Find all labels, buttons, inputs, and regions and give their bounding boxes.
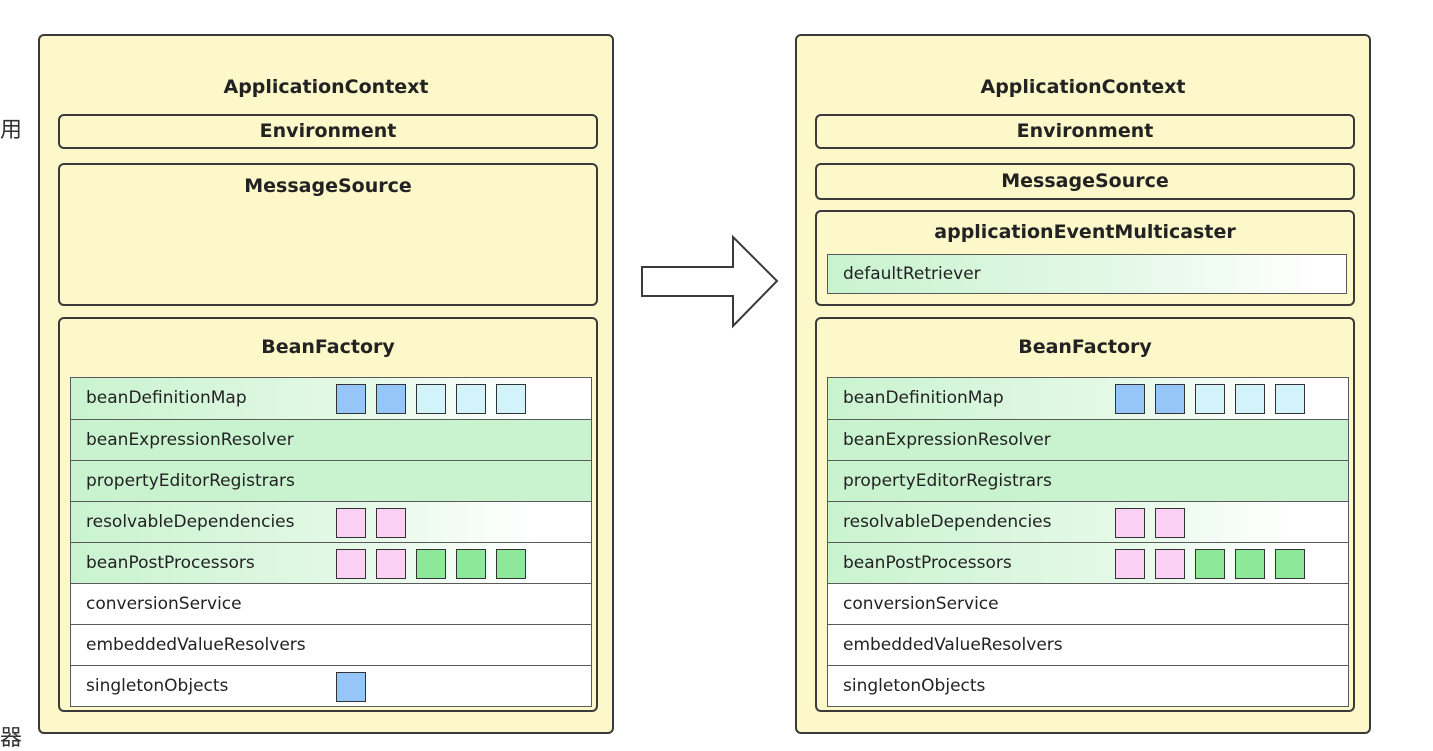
green-square [1195, 549, 1225, 579]
row-label: propertyEditorRegistrars [86, 471, 295, 491]
right-environment-label: Environment [1016, 120, 1154, 142]
left-row-property-editor-registrars: propertyEditorRegistrars [71, 460, 591, 501]
row-label: embeddedValueResolvers [86, 635, 306, 655]
edge-glyph-top: 用 [0, 118, 23, 143]
right-row-singleton-objects: singletonObjects [828, 665, 1348, 706]
row-label: singletonObjects [843, 676, 986, 696]
left-application-context-title: ApplicationContext [223, 76, 429, 98]
left-application-context: ApplicationContext Environment MessageSo… [38, 34, 614, 734]
right-application-context: ApplicationContext Environment MessageSo… [795, 34, 1371, 734]
blue-square [1155, 384, 1185, 414]
right-message-source-label: MessageSource [1001, 170, 1169, 192]
right-row-resolvable-dependencies: resolvableDependencies [828, 501, 1348, 542]
right-message-source-box: MessageSource [815, 163, 1355, 200]
right-bean-factory-title: BeanFactory [1018, 336, 1152, 358]
left-row-resolvable-dependencies: resolvableDependencies [71, 501, 591, 542]
blue-square [1115, 384, 1145, 414]
row-label: propertyEditorRegistrars [843, 471, 1052, 491]
cyan-square [1235, 384, 1265, 414]
left-row-bean-post-processors: beanPostProcessors [71, 542, 591, 583]
left-bean-factory-title: BeanFactory [261, 336, 395, 358]
right-application-context-title: ApplicationContext [980, 76, 1186, 98]
blue-square [336, 672, 366, 702]
left-environment-label: Environment [259, 120, 397, 142]
cyan-square [456, 384, 486, 414]
cyan-square [496, 384, 526, 414]
row-label: beanPostProcessors [843, 553, 1012, 573]
left-row-conversion-service: conversionService [71, 583, 591, 624]
pink-square [376, 549, 406, 579]
left-row-embedded-value-resolvers: embeddedValueResolvers [71, 624, 591, 665]
row-label: beanExpressionResolver [843, 430, 1051, 450]
row-label: singletonObjects [86, 676, 229, 696]
left-message-source-box: MessageSource [58, 163, 598, 306]
left-bean-factory-table: beanDefinitionMap beanExpressionResolver… [70, 377, 592, 707]
row-label: conversionService [86, 594, 242, 614]
right-row-conversion-service: conversionService [828, 583, 1348, 624]
left-row-bean-definition-map: beanDefinitionMap [71, 378, 591, 419]
row-label: embeddedValueResolvers [843, 635, 1063, 655]
right-event-multicaster-box: applicationEventMulticaster defaultRetri… [815, 210, 1355, 306]
green-square [1235, 549, 1265, 579]
edge-glyph-bottom: 器 [0, 726, 23, 751]
right-bean-factory-box: BeanFactory beanDefinitionMap beanExpres… [815, 317, 1355, 712]
right-row-bean-expression-resolver: beanExpressionResolver [828, 419, 1348, 460]
pink-square [1115, 549, 1145, 579]
blue-square [376, 384, 406, 414]
left-environment-box: Environment [58, 114, 598, 149]
left-message-source-label: MessageSource [244, 175, 412, 197]
row-label: beanExpressionResolver [86, 430, 294, 450]
left-bean-factory-box: BeanFactory beanDefinitionMap beanExpres… [58, 317, 598, 712]
default-retriever-label: defaultRetriever [843, 264, 981, 284]
cyan-square [416, 384, 446, 414]
transition-arrow-icon [641, 234, 779, 329]
green-square [1275, 549, 1305, 579]
right-event-multicaster-title: applicationEventMulticaster [934, 221, 1236, 243]
pink-square [1115, 508, 1145, 538]
row-label: conversionService [843, 594, 999, 614]
pink-square [336, 508, 366, 538]
green-square [456, 549, 486, 579]
right-bean-factory-table: beanDefinitionMap beanExpressionResolver… [827, 377, 1349, 707]
right-row-property-editor-registrars: propertyEditorRegistrars [828, 460, 1348, 501]
right-row-bean-definition-map: beanDefinitionMap [828, 378, 1348, 419]
pink-square [1155, 508, 1185, 538]
row-label: beanDefinitionMap [86, 388, 247, 408]
green-square [496, 549, 526, 579]
pink-square [1155, 549, 1185, 579]
right-row-embedded-value-resolvers: embeddedValueResolvers [828, 624, 1348, 665]
row-label: resolvableDependencies [843, 512, 1052, 532]
green-square [416, 549, 446, 579]
pink-square [336, 549, 366, 579]
right-default-retriever-row: defaultRetriever [827, 254, 1347, 294]
blue-square [336, 384, 366, 414]
right-environment-box: Environment [815, 114, 1355, 149]
row-label: beanPostProcessors [86, 553, 255, 573]
left-row-singleton-objects: singletonObjects [71, 665, 591, 706]
pink-square [376, 508, 406, 538]
left-row-bean-expression-resolver: beanExpressionResolver [71, 419, 591, 460]
cyan-square [1195, 384, 1225, 414]
row-label: resolvableDependencies [86, 512, 295, 532]
right-row-bean-post-processors: beanPostProcessors [828, 542, 1348, 583]
cyan-square [1275, 384, 1305, 414]
row-label: beanDefinitionMap [843, 388, 1004, 408]
